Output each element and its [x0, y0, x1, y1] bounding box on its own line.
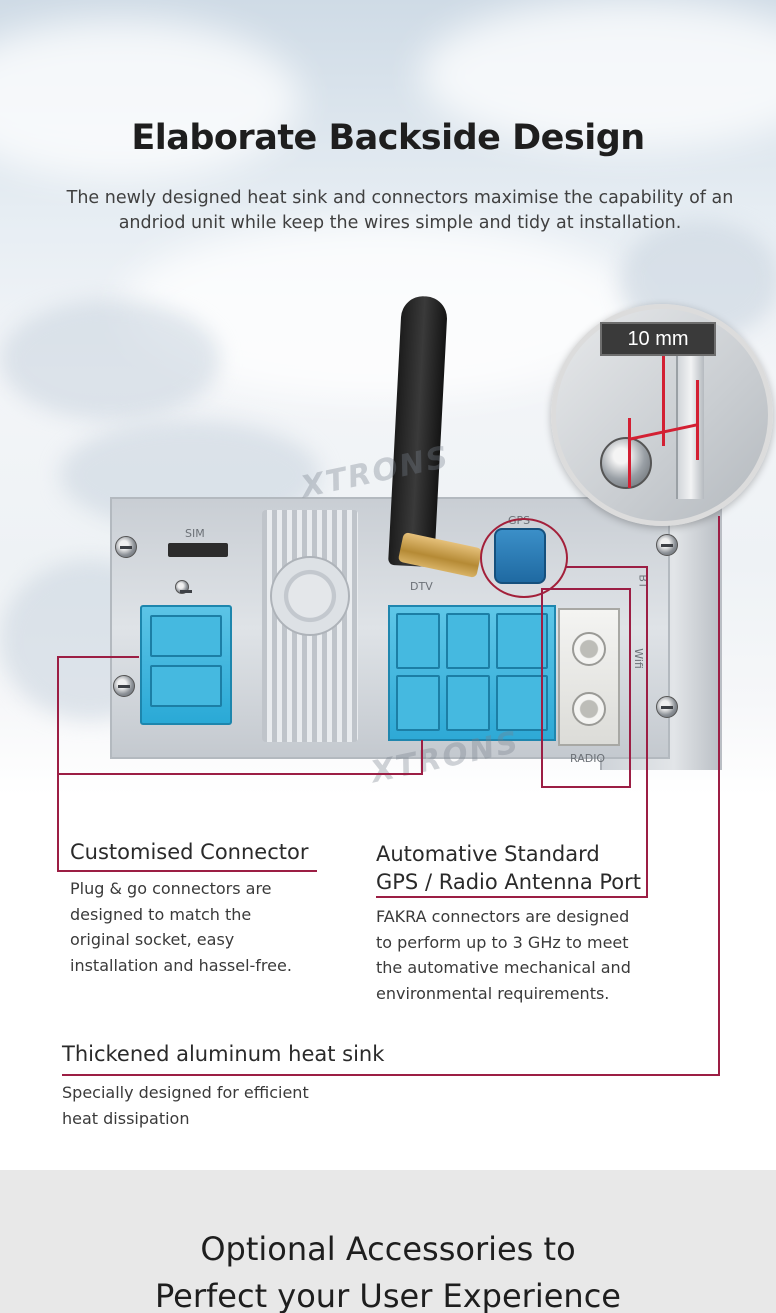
cloud-decoration [420, 0, 776, 150]
radio-antenna-port [558, 608, 620, 746]
main-harness-connector [388, 605, 556, 741]
callout-line [566, 566, 646, 568]
dtv-label: DTV [410, 580, 433, 593]
desc-line: Specially designed for efficient [62, 1083, 309, 1102]
callout-line [57, 656, 59, 872]
dimension-label: 10 mm [600, 322, 716, 356]
screw-icon [600, 437, 652, 489]
gps-highlight-ring [480, 518, 568, 598]
desc-line: the automative mechanical and [376, 958, 631, 977]
screw-icon [113, 675, 135, 697]
accessories-title: Optional Accessories to Perfect your Use… [0, 1226, 776, 1313]
callout-line [421, 740, 423, 775]
title-line: GPS / Radio Antenna Port [376, 870, 642, 894]
accessories-section: Optional Accessories to Perfect your Use… [0, 1170, 776, 1313]
frost-decoration [0, 300, 220, 420]
callout-line [541, 588, 543, 788]
feature-title-connector: Customised Connector [70, 840, 309, 864]
feature-title-antenna: Automative Standard GPS / Radio Antenna … [376, 840, 641, 896]
zoom-detail-circle [551, 304, 773, 526]
callout-line [57, 870, 317, 872]
dimension-line [662, 356, 665, 446]
title-line: Optional Accessories to [200, 1230, 576, 1268]
page-subtitle: The newly designed heat sink and connect… [66, 188, 734, 233]
wifi-label: Wifi [631, 648, 645, 669]
desc-line: installation and hassel-free. [70, 955, 292, 975]
page-title: Elaborate Backside Design [131, 118, 645, 158]
dimension-line [696, 380, 699, 460]
cloud-decoration [0, 20, 300, 180]
callout-line [376, 896, 648, 898]
callout-line [57, 773, 423, 775]
desc-line: to perform up to 3 GHz to meet [376, 932, 629, 952]
screw-icon [175, 580, 192, 594]
feature-desc-antenna: FAKRA connectors are designed to perform… [376, 904, 631, 1006]
title-line: Perfect your User Experience [155, 1277, 621, 1313]
screw-icon [656, 534, 678, 556]
heat-sink-logo-plate [270, 556, 350, 636]
hero-section: Elaborate Backside Design The newly desi… [0, 0, 776, 1170]
callout-line [541, 588, 631, 590]
callout-line [541, 786, 631, 788]
desc-line: designed to match the [70, 904, 252, 924]
title-line: Automative Standard [376, 842, 600, 866]
desc-line: FAKRA connectors are designed [376, 907, 630, 926]
callout-line [629, 588, 631, 788]
sim-label: SIM [185, 527, 205, 540]
screw-icon [115, 536, 137, 558]
screw-icon [656, 696, 678, 718]
callout-line [718, 516, 720, 1076]
radio-label: RADIO [570, 752, 606, 765]
custom-connector [140, 605, 232, 725]
sim-slot [168, 543, 228, 557]
feature-title-heatsink: Thickened aluminum heat sink [62, 1042, 385, 1066]
desc-line: original socket, easy [70, 930, 235, 949]
callout-line [57, 656, 139, 658]
desc-line: environmental requirements. [376, 983, 610, 1003]
feature-desc-connector: Plug & go connectors are designed to mat… [70, 876, 292, 978]
feature-desc-heatsink: Specially designed for efficient heat di… [62, 1080, 309, 1131]
callout-line [62, 1074, 720, 1076]
desc-line: heat dissipation [62, 1108, 190, 1128]
dimension-line [628, 418, 631, 488]
desc-line: Plug & go connectors are [70, 879, 272, 898]
callout-line [646, 566, 648, 898]
